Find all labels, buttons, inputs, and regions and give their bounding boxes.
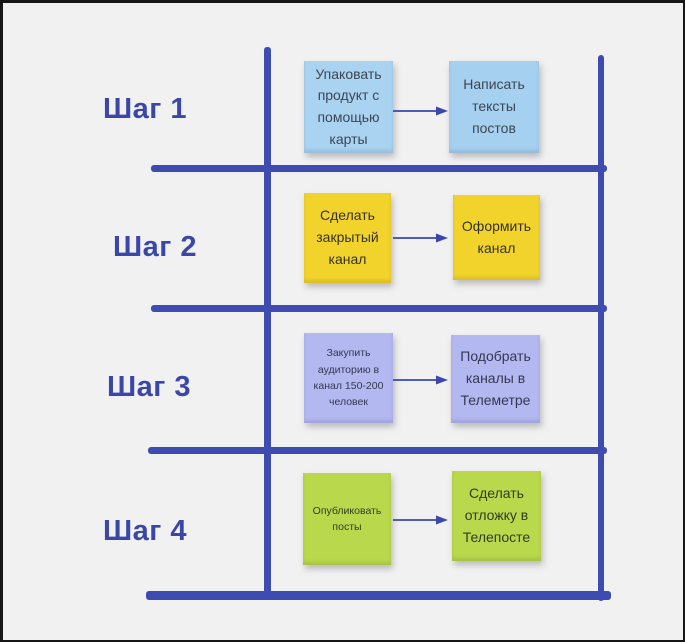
arrow-icon — [393, 375, 448, 385]
step-label-2[interactable]: Шаг 2 — [113, 231, 198, 263]
step-label-4[interactable]: Шаг 4 — [103, 515, 188, 547]
grid-line-row-divider-1[interactable] — [151, 165, 607, 172]
arrow-icon — [393, 233, 448, 243]
sticky-note-step3-left[interactable]: Закупить аудиторию в канал 150-200 челов… — [304, 333, 393, 423]
step-label-1[interactable]: Шаг 1 — [103, 93, 188, 125]
sticky-note-step3-right[interactable]: Подобрать каналы в Телеметре — [451, 335, 540, 423]
sticky-note-step2-left[interactable]: Сделать закрытый канал — [304, 193, 391, 283]
grid-line-bottom[interactable] — [146, 591, 611, 600]
sticky-note-step4-left[interactable]: Опубликовать посты — [303, 473, 391, 565]
arrow-connector-step3[interactable] — [393, 374, 449, 386]
grid-line-vertical-right[interactable] — [598, 55, 604, 601]
grid-line-row-divider-2[interactable] — [151, 305, 607, 312]
grid-line-vertical-left[interactable] — [264, 47, 271, 596]
arrow-connector-step1[interactable] — [393, 105, 449, 117]
grid-line-row-divider-3[interactable] — [148, 447, 607, 454]
sticky-note-step4-right[interactable]: Сделать отложку в Телепосте — [452, 471, 541, 561]
sticky-note-step1-right[interactable]: Написать тексты постов — [449, 61, 539, 153]
arrow-icon — [393, 106, 448, 116]
whiteboard-canvas: Шаг 1 Шаг 2 Шаг 3 Шаг 4 Упаковать продук… — [3, 3, 683, 640]
sticky-note-step1-left[interactable]: Упаковать продукт с помощью карты — [304, 61, 393, 153]
sticky-note-step2-right[interactable]: Оформить канал — [453, 195, 540, 280]
arrow-connector-step2[interactable] — [393, 232, 449, 244]
arrow-connector-step4[interactable] — [393, 514, 449, 526]
arrow-icon — [393, 515, 448, 525]
step-label-3[interactable]: Шаг 3 — [107, 371, 192, 403]
